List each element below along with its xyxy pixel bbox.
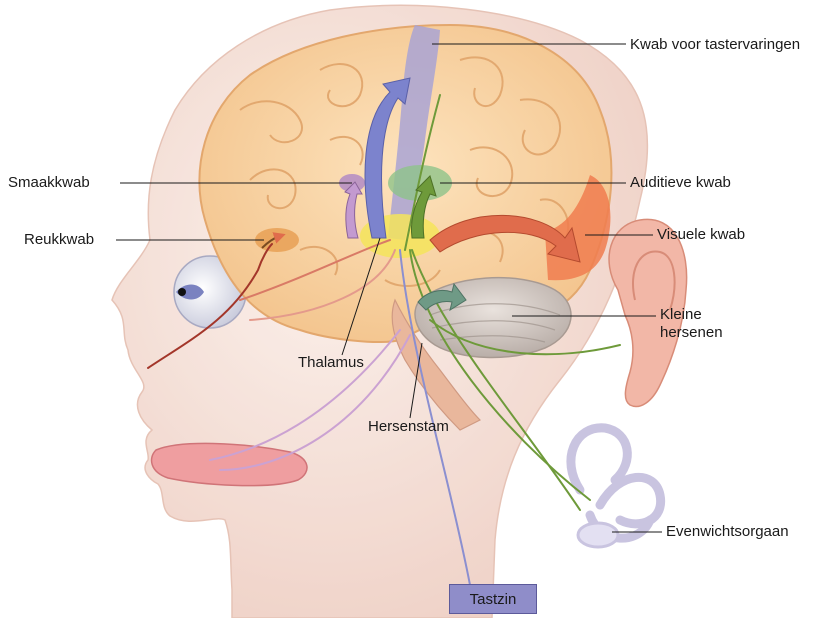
label-tastzin: Tastzin [449,584,537,614]
label-auditieve-kwab: Auditieve kwab [630,174,731,192]
label-kwab-voor-tastervaringen: Kwab voor tastervaringen [630,36,800,54]
label-visuele-kwab: Visuele kwab [657,226,745,244]
label-smaakkwab: Smaakkwab [8,174,90,192]
cerebellum [415,278,571,358]
label-kleine-hersenen-line2: hersenen [660,324,723,342]
label-kleine-hersenen-line1: Kleine [660,306,702,324]
inner-ear-icon [571,428,661,547]
label-evenwichtsorgaan: Evenwichtsorgaan [666,523,789,541]
label-reukkwab: Reukkwab [24,231,94,249]
label-thalamus: Thalamus [298,354,364,372]
label-hersenstam: Hersenstam [368,418,449,436]
